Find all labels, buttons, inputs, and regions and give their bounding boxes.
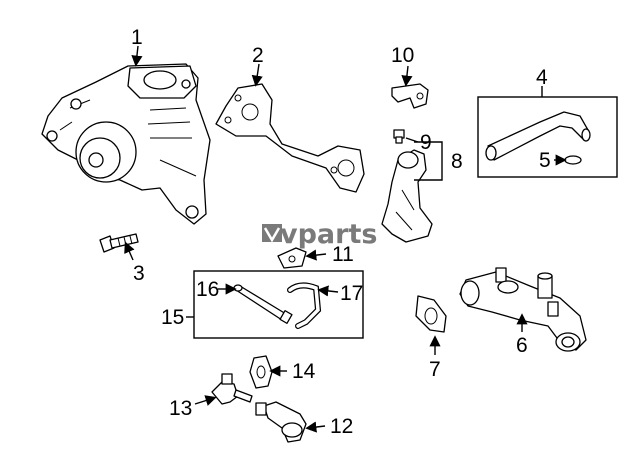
bypass-hose-part[interactable] [287,282,322,329]
callout-14: 14 [292,360,316,383]
bracket-part[interactable] [391,83,429,109]
hose-group-box [193,270,364,339]
water-outlet-part[interactable] [459,267,587,352]
callouts: 1 2 3 4 5 6 7 8 9 10 11 12 13 14 15 16 1… [131,26,551,438]
callout-16: 16 [196,278,219,301]
callout-4: 4 [536,66,548,89]
gasket-part[interactable] [215,83,365,193]
callout-13: 13 [169,397,192,420]
callout-2: 2 [252,44,264,67]
callout-11: 11 [332,243,354,266]
callout-15: 15 [161,306,184,329]
tube-fitting-part[interactable] [211,373,253,405]
callout-12: 12 [330,415,353,438]
callout-8: 8 [451,150,463,173]
vparts-watermark: vparts [262,219,377,250]
callout-6: 6 [516,334,528,357]
callout-5: 5 [539,149,551,172]
bypass-pipe-part[interactable] [233,284,293,324]
pipe-group-box [477,96,618,178]
outlet-gasket-part[interactable] [415,295,447,333]
fitting-gasket-part[interactable] [249,355,273,389]
water-inlet-housing-part[interactable] [381,149,433,243]
stud-part[interactable] [393,129,405,144]
bolt-part[interactable] [99,233,139,253]
fitting-part[interactable] [255,401,307,443]
water-pipe-part[interactable] [477,96,618,178]
callout-17: 17 [340,282,363,305]
small-gasket-part[interactable] [277,247,307,269]
o-ring-part[interactable] [564,155,582,165]
vparts-logo-mark [262,224,282,242]
callout-10: 10 [391,44,414,67]
callout-3: 3 [133,262,145,285]
water-pump-part[interactable] [41,63,211,225]
watermark-text: vparts [280,219,377,250]
callout-1: 1 [131,26,143,49]
leader-lines [124,45,567,433]
callout-7: 7 [429,358,441,381]
callout-9: 9 [420,131,432,154]
